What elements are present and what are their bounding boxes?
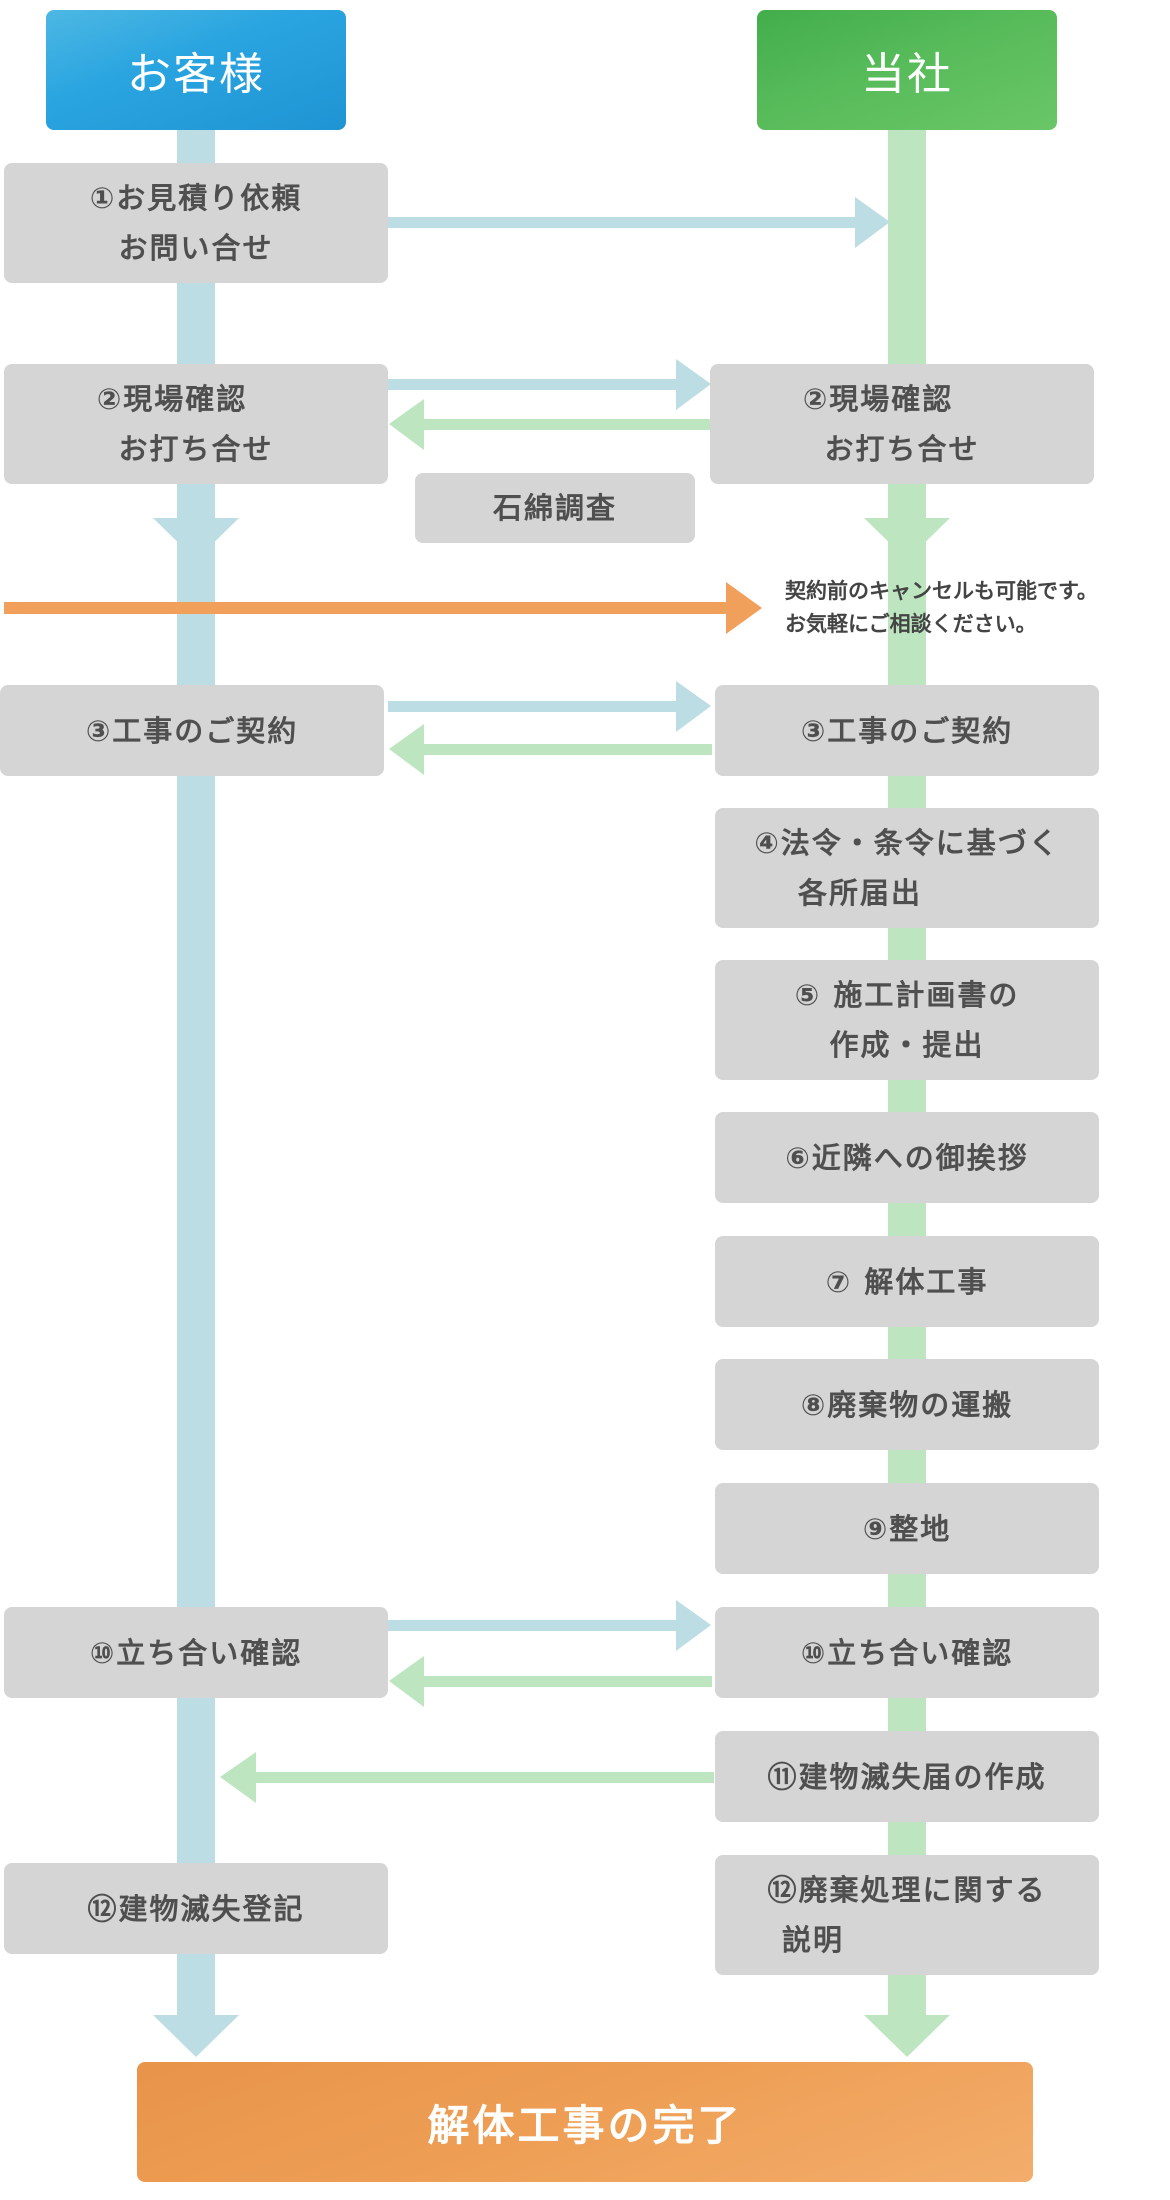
- arrow-s10-right-shaft: [388, 1620, 678, 1631]
- customer-lane-arrowhead-2: [153, 2015, 239, 2057]
- arrow-s11-head: [220, 1752, 256, 1803]
- arrow-s3-right-shaft: [388, 701, 678, 712]
- company-lane-arrowhead-2: [864, 2015, 950, 2057]
- customer-step-3: ③工事のご契約: [0, 685, 384, 776]
- company-step-2-line2: お打ち合せ: [824, 432, 980, 466]
- company-step-11: ⑪建物滅失届の作成: [715, 1731, 1099, 1822]
- customer-header: お客様: [46, 10, 346, 130]
- arrow-s2-left-head: [389, 399, 424, 450]
- customer-step-1-line2: お問い合せ: [118, 231, 274, 265]
- customer-lane-arrowhead-1: [153, 518, 239, 560]
- company-step-6: ⑥近隣への御挨拶: [715, 1112, 1099, 1203]
- arrow-s2-left-shaft: [420, 419, 710, 430]
- cancel-note: 契約前のキャンセルも可能です。 お気軽にご相談ください。: [785, 575, 1165, 641]
- cancel-note-line2: お気軽にご相談ください。: [785, 612, 1037, 636]
- arrow-s11-shaft: [252, 1772, 714, 1783]
- company-step-4: ④法令・条令に基づく 各所届出: [715, 808, 1099, 928]
- arrow-s10-left-head: [389, 1656, 424, 1707]
- cancel-note-line1: 契約前のキャンセルも可能です。: [785, 579, 1098, 603]
- cancel-arrow-shaft: [4, 602, 730, 614]
- cancel-arrow-head: [726, 582, 762, 634]
- company-step-2-line1: ②現場確認: [802, 382, 954, 416]
- arrow-s3-right-head: [676, 681, 711, 732]
- customer-step-12: ⑫建物滅失登記: [4, 1863, 388, 1954]
- company-step-4-line1: ④法令・条令に基づく: [754, 826, 1060, 860]
- company-step-12-line1: ⑫廃棄処理に関する: [767, 1873, 1047, 1907]
- arrow-s1-shaft: [388, 217, 858, 228]
- company-step-12-line2: 説明: [781, 1923, 844, 1957]
- customer-step-2-line1: ②現場確認: [96, 382, 248, 416]
- arrow-s3-left-head: [389, 724, 424, 775]
- customer-step-1: ①お見積り依頼 お問い合せ: [4, 163, 388, 283]
- customer-step-10: ⑩立ち合い確認: [4, 1607, 388, 1698]
- arrow-s1-head: [855, 197, 890, 248]
- completion-banner: 解体工事の完了: [137, 2062, 1033, 2182]
- arrow-s2-right-shaft: [388, 379, 678, 390]
- company-step-3: ③工事のご契約: [715, 685, 1099, 776]
- customer-step-1-line1: ①お見積り依頼: [89, 181, 303, 215]
- customer-step-2: ②現場確認 お打ち合せ: [4, 364, 388, 484]
- company-step-2: ②現場確認 お打ち合せ: [710, 364, 1094, 484]
- asbestos-survey-box: 石綿調査: [415, 473, 695, 543]
- company-step-5: ⑤ 施工計画書の 作成・提出: [715, 960, 1099, 1080]
- company-header: 当社: [757, 10, 1057, 130]
- company-lane-arrowhead-1: [864, 518, 950, 560]
- arrow-s10-left-shaft: [420, 1676, 712, 1687]
- company-step-9: ⑨整地: [715, 1483, 1099, 1574]
- arrow-s3-left-shaft: [420, 744, 712, 755]
- company-step-12: ⑫廃棄処理に関する 説明: [715, 1855, 1099, 1975]
- arrow-s2-right-head: [676, 359, 711, 410]
- company-step-5-line1: ⑤ 施工計画書の: [794, 978, 1020, 1012]
- company-step-10: ⑩立ち合い確認: [715, 1607, 1099, 1698]
- company-step-7: ⑦ 解体工事: [715, 1236, 1099, 1327]
- customer-step-2-line2: お打ち合せ: [118, 432, 274, 466]
- company-step-5-line2: 作成・提出: [829, 1028, 985, 1062]
- arrow-s10-right-head: [676, 1600, 711, 1651]
- company-step-4-line2: 各所届出: [797, 876, 922, 910]
- company-step-8: ⑧廃棄物の運搬: [715, 1359, 1099, 1450]
